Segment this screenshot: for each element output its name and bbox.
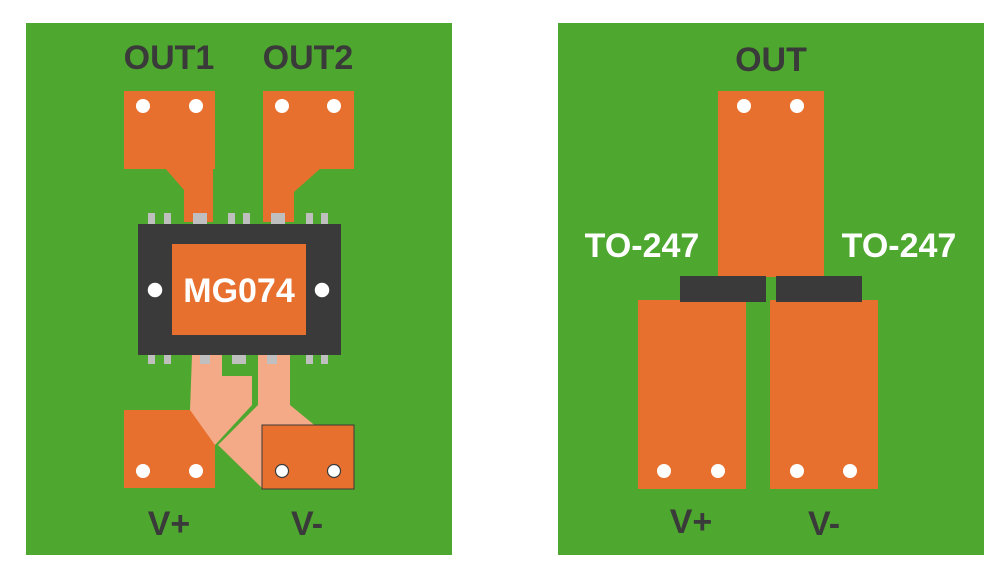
mg074-mount-hole-right bbox=[313, 281, 331, 299]
vminus-pad bbox=[261, 424, 355, 490]
vminus-pad-right bbox=[770, 300, 878, 489]
right-board: OUT TO-247 TO-247 V+ V- bbox=[558, 23, 984, 555]
vplus-right-hole-2 bbox=[711, 464, 725, 478]
out2-label: OUT2 bbox=[263, 39, 354, 77]
to247-package-right bbox=[776, 276, 862, 302]
vplus-hole-1 bbox=[136, 464, 150, 478]
mg074-die-pad bbox=[172, 244, 306, 335]
vminus-trace-light bbox=[218, 355, 318, 488]
vplus-right-hole-1 bbox=[657, 464, 671, 478]
vminus-right-hole-1 bbox=[790, 464, 804, 478]
right-vplus-label: V+ bbox=[670, 503, 713, 541]
vminus-hole-2 bbox=[326, 463, 342, 479]
left-board-holes bbox=[136, 99, 342, 479]
to247-left-label: TO-247 bbox=[585, 227, 700, 265]
out1-hole-2 bbox=[189, 99, 203, 113]
right-board-holes bbox=[657, 99, 857, 478]
vminus-hole-1 bbox=[274, 463, 290, 479]
vplus-hole-2 bbox=[189, 464, 203, 478]
out2-hole-2 bbox=[327, 99, 341, 113]
vplus-trace-light bbox=[190, 355, 252, 445]
to247-package-left bbox=[680, 276, 766, 302]
out-label: OUT bbox=[735, 41, 807, 79]
out-hole-1 bbox=[737, 99, 751, 113]
left-board: MG074 OUT1 OUT2 V+ V- bbox=[26, 23, 452, 555]
to247-right-label: TO-247 bbox=[842, 227, 957, 265]
mg074-mount-hole-left bbox=[146, 281, 164, 299]
vplus-pad-right bbox=[638, 300, 746, 489]
vminus-right-hole-2 bbox=[843, 464, 857, 478]
chip-label: MG074 bbox=[183, 272, 295, 310]
out2-hole-1 bbox=[275, 99, 289, 113]
chip-pins-top bbox=[148, 213, 328, 225]
out1-label: OUT1 bbox=[124, 39, 215, 77]
out-pad bbox=[718, 91, 824, 277]
out-hole-2 bbox=[790, 99, 804, 113]
left-vplus-label: V+ bbox=[148, 505, 191, 543]
left-vminus-label: V- bbox=[291, 505, 323, 543]
out1-hole-1 bbox=[136, 99, 150, 113]
right-vminus-label: V- bbox=[808, 505, 840, 543]
